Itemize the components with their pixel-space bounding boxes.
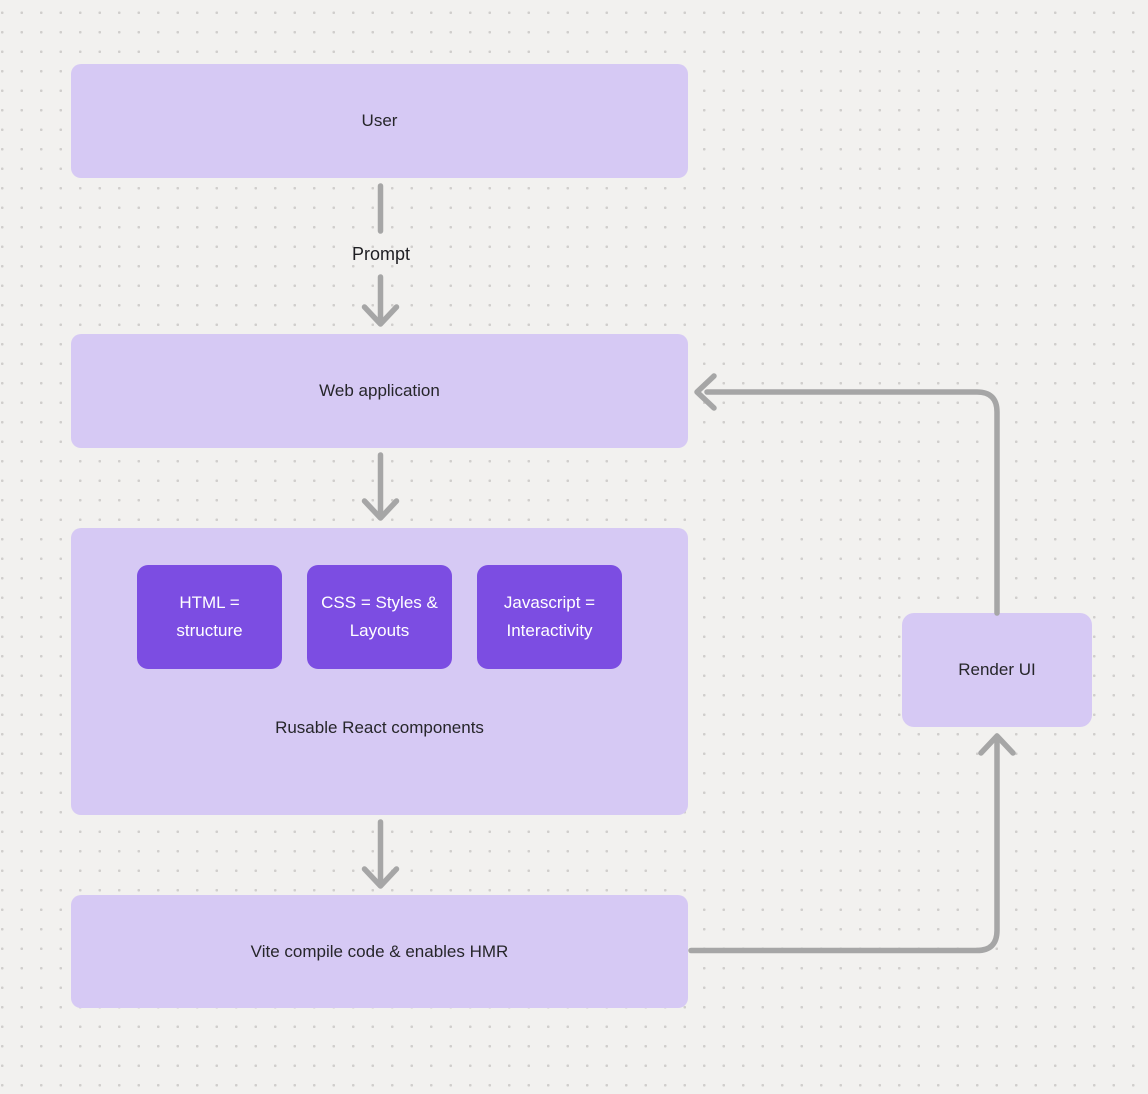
components-group-caption: Rusable React components [275,718,484,737]
components-row: HTML = structure CSS = Styles & Layouts … [71,565,688,669]
edge-render-to-webapp-shaft [704,389,1000,616]
node-render-ui-label: Render UI [958,660,1036,679]
node-html-label: HTML = structure [176,593,243,640]
node-components-group: HTML = structure CSS = Styles & Layouts … [71,528,688,815]
edge-render-to-webapp-head [694,373,717,411]
node-web-application: Web application [71,334,688,448]
edge-group-to-vite-head [361,866,400,889]
edge-prompt-to-webapp-head [361,304,400,327]
node-render-ui: Render UI [902,613,1092,727]
node-vite-label: Vite compile code & enables HMR [250,941,509,961]
node-javascript: Javascript = Interactivity [477,565,622,669]
edge-vite-to-render-head [978,733,1016,756]
edge-label-prompt: Prompt [351,244,411,264]
node-user: User [71,64,688,178]
node-html: HTML = structure [137,565,282,669]
node-web-application-label: Web application [319,381,440,400]
node-vite: Vite compile code & enables HMR [71,895,688,1008]
edge-webapp-to-group-head [361,498,400,521]
node-user-label: User [361,111,398,130]
node-javascript-label: Javascript = Interactivity [503,593,596,640]
node-css-label: CSS = Styles & Layouts [321,593,438,640]
node-css: CSS = Styles & Layouts [307,565,452,669]
edge-vite-to-render-shaft [688,738,1000,954]
